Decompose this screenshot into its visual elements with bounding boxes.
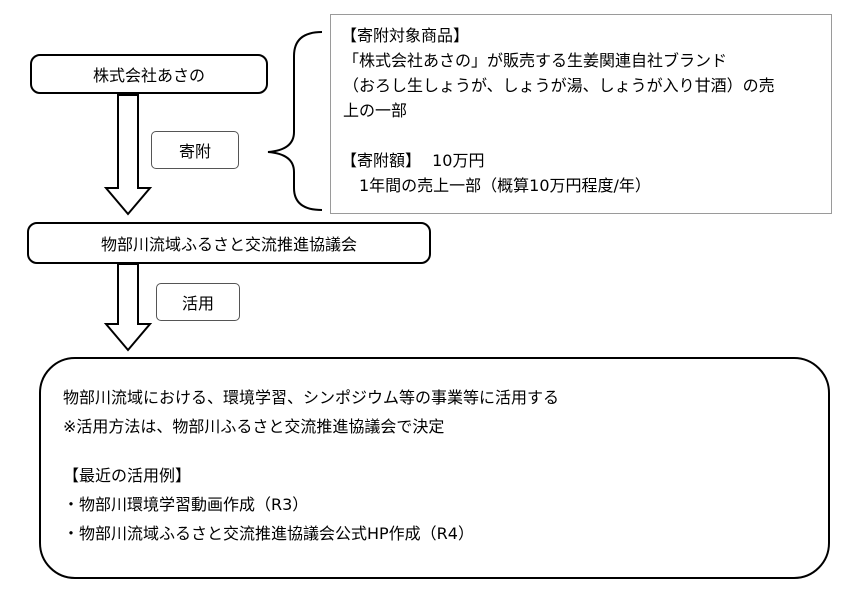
company-box: 株式会社あさの xyxy=(30,54,268,94)
example-2: ・物部川流域ふるさと交流推進協議会公式HP作成（R4） xyxy=(63,524,474,543)
usage-line-1: 物部川流域における、環境学習、シンポジウム等の事業等に活用する xyxy=(63,388,560,407)
donation-label-box: 寄附 xyxy=(151,131,239,169)
amount-row: 【寄附額】 10万円 xyxy=(341,148,821,173)
items-heading: 【寄附対象商品】 xyxy=(341,26,470,45)
usage-label-box: 活用 xyxy=(156,283,240,321)
items-line-1: 「株式会社あさの」が販売する生姜関連自社ブランド xyxy=(343,51,728,70)
donation-info-box: 【寄附対象商品】 「株式会社あさの」が販売する生姜関連自社ブランド （おろし生し… xyxy=(330,14,832,214)
items-line-3: 上の一部 xyxy=(343,101,408,120)
council-box: 物部川流域ふるさと交流推進協議会 xyxy=(27,222,431,264)
donation-label: 寄附 xyxy=(178,142,211,161)
examples-heading: 【最近の活用例】 xyxy=(63,466,192,485)
usage-label: 活用 xyxy=(181,294,214,313)
council-name: 物部川流域ふるさと交流推進協議会 xyxy=(100,235,357,254)
usage-box: 物部川流域における、環境学習、シンポジウム等の事業等に活用する ※活用方法は、物… xyxy=(39,357,830,579)
usage-line-2: ※活用方法は、物部川ふるさと交流推進協議会で決定 xyxy=(63,417,445,436)
down-arrow-donation xyxy=(103,94,153,216)
brace-connector xyxy=(267,31,323,211)
amount-value: 10万円 xyxy=(432,151,485,170)
amount-heading: 【寄附額】 xyxy=(341,151,422,170)
example-1: ・物部川環境学習動画作成（R3） xyxy=(63,495,309,514)
company-name: 株式会社あさの xyxy=(92,66,205,85)
down-arrow-usage xyxy=(103,263,153,352)
amount-detail: 1年間の売上一部（概算10万円程度/年） xyxy=(359,176,651,195)
items-line-2: （おろし生しょうが、しょうが湯、しょうが入り甘酒）の売 xyxy=(343,76,775,95)
